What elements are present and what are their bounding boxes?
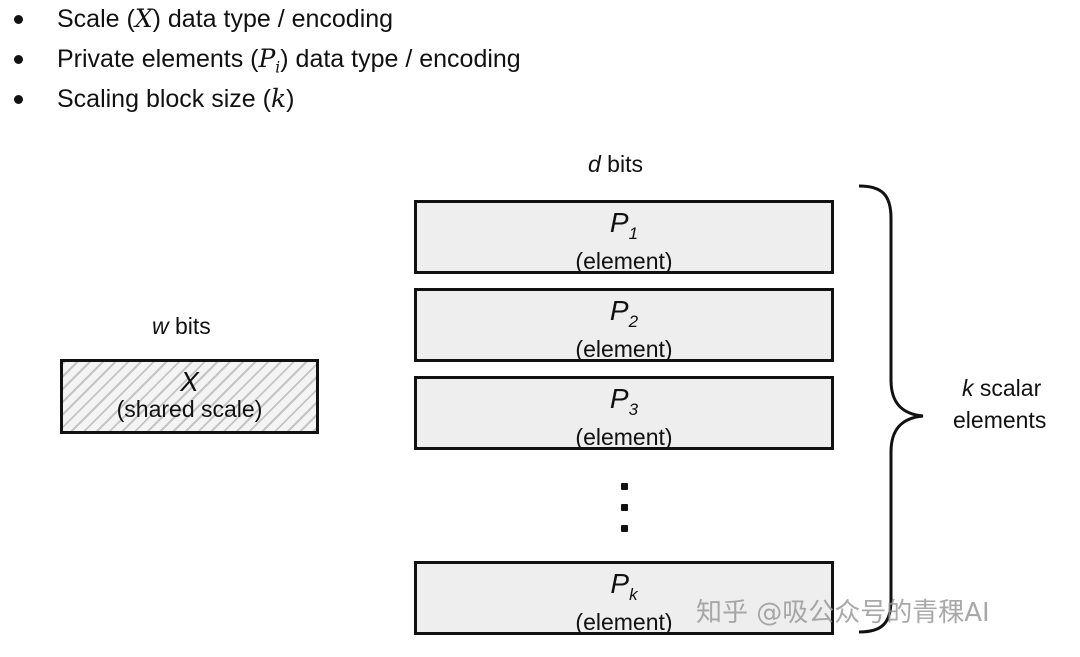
- element-symbol: Pk: [610, 568, 638, 605]
- bullet-private-elements: Private elements (Pi) data type / encodi…: [14, 42, 521, 82]
- curly-brace: [858, 184, 924, 634]
- element-caption: (element): [575, 248, 673, 274]
- bullet-list: Scale (X) data type / encoding Private e…: [14, 2, 521, 122]
- bullet-scale: Scale (X) data type / encoding: [14, 2, 521, 42]
- vertical-ellipsis: [621, 483, 629, 546]
- element-caption: (element): [575, 424, 673, 450]
- bullet-dot: [14, 15, 23, 24]
- element-symbol: P3: [609, 383, 639, 420]
- bullet-block-size: Scaling block size (k): [14, 82, 521, 122]
- scale-caption: (shared scale): [116, 396, 263, 422]
- k-scalar-label-line2: elements: [953, 407, 1047, 433]
- watermark: 知乎 @吸公众号的青稞AI: [696, 598, 990, 628]
- bullet-dot: [14, 95, 23, 104]
- shared-scale-block: X (shared scale): [60, 359, 319, 434]
- k-scalar-label-line1: k scalar: [962, 375, 1042, 401]
- w-bits-label: w bits: [152, 313, 211, 339]
- bullet-dot: [14, 55, 23, 64]
- element-caption: (element): [575, 336, 673, 362]
- element-block-3: P3 (element): [414, 376, 834, 450]
- d-bits-label: d bits: [588, 151, 643, 177]
- element-block-k: Pk (element): [414, 561, 834, 635]
- element-block-1: P1 (element): [414, 200, 834, 274]
- element-caption: (element): [575, 609, 673, 635]
- element-symbol: P1: [609, 207, 639, 244]
- element-symbol: P2: [609, 295, 639, 332]
- element-block-2: P2 (element): [414, 288, 834, 362]
- scale-symbol: X: [180, 366, 199, 397]
